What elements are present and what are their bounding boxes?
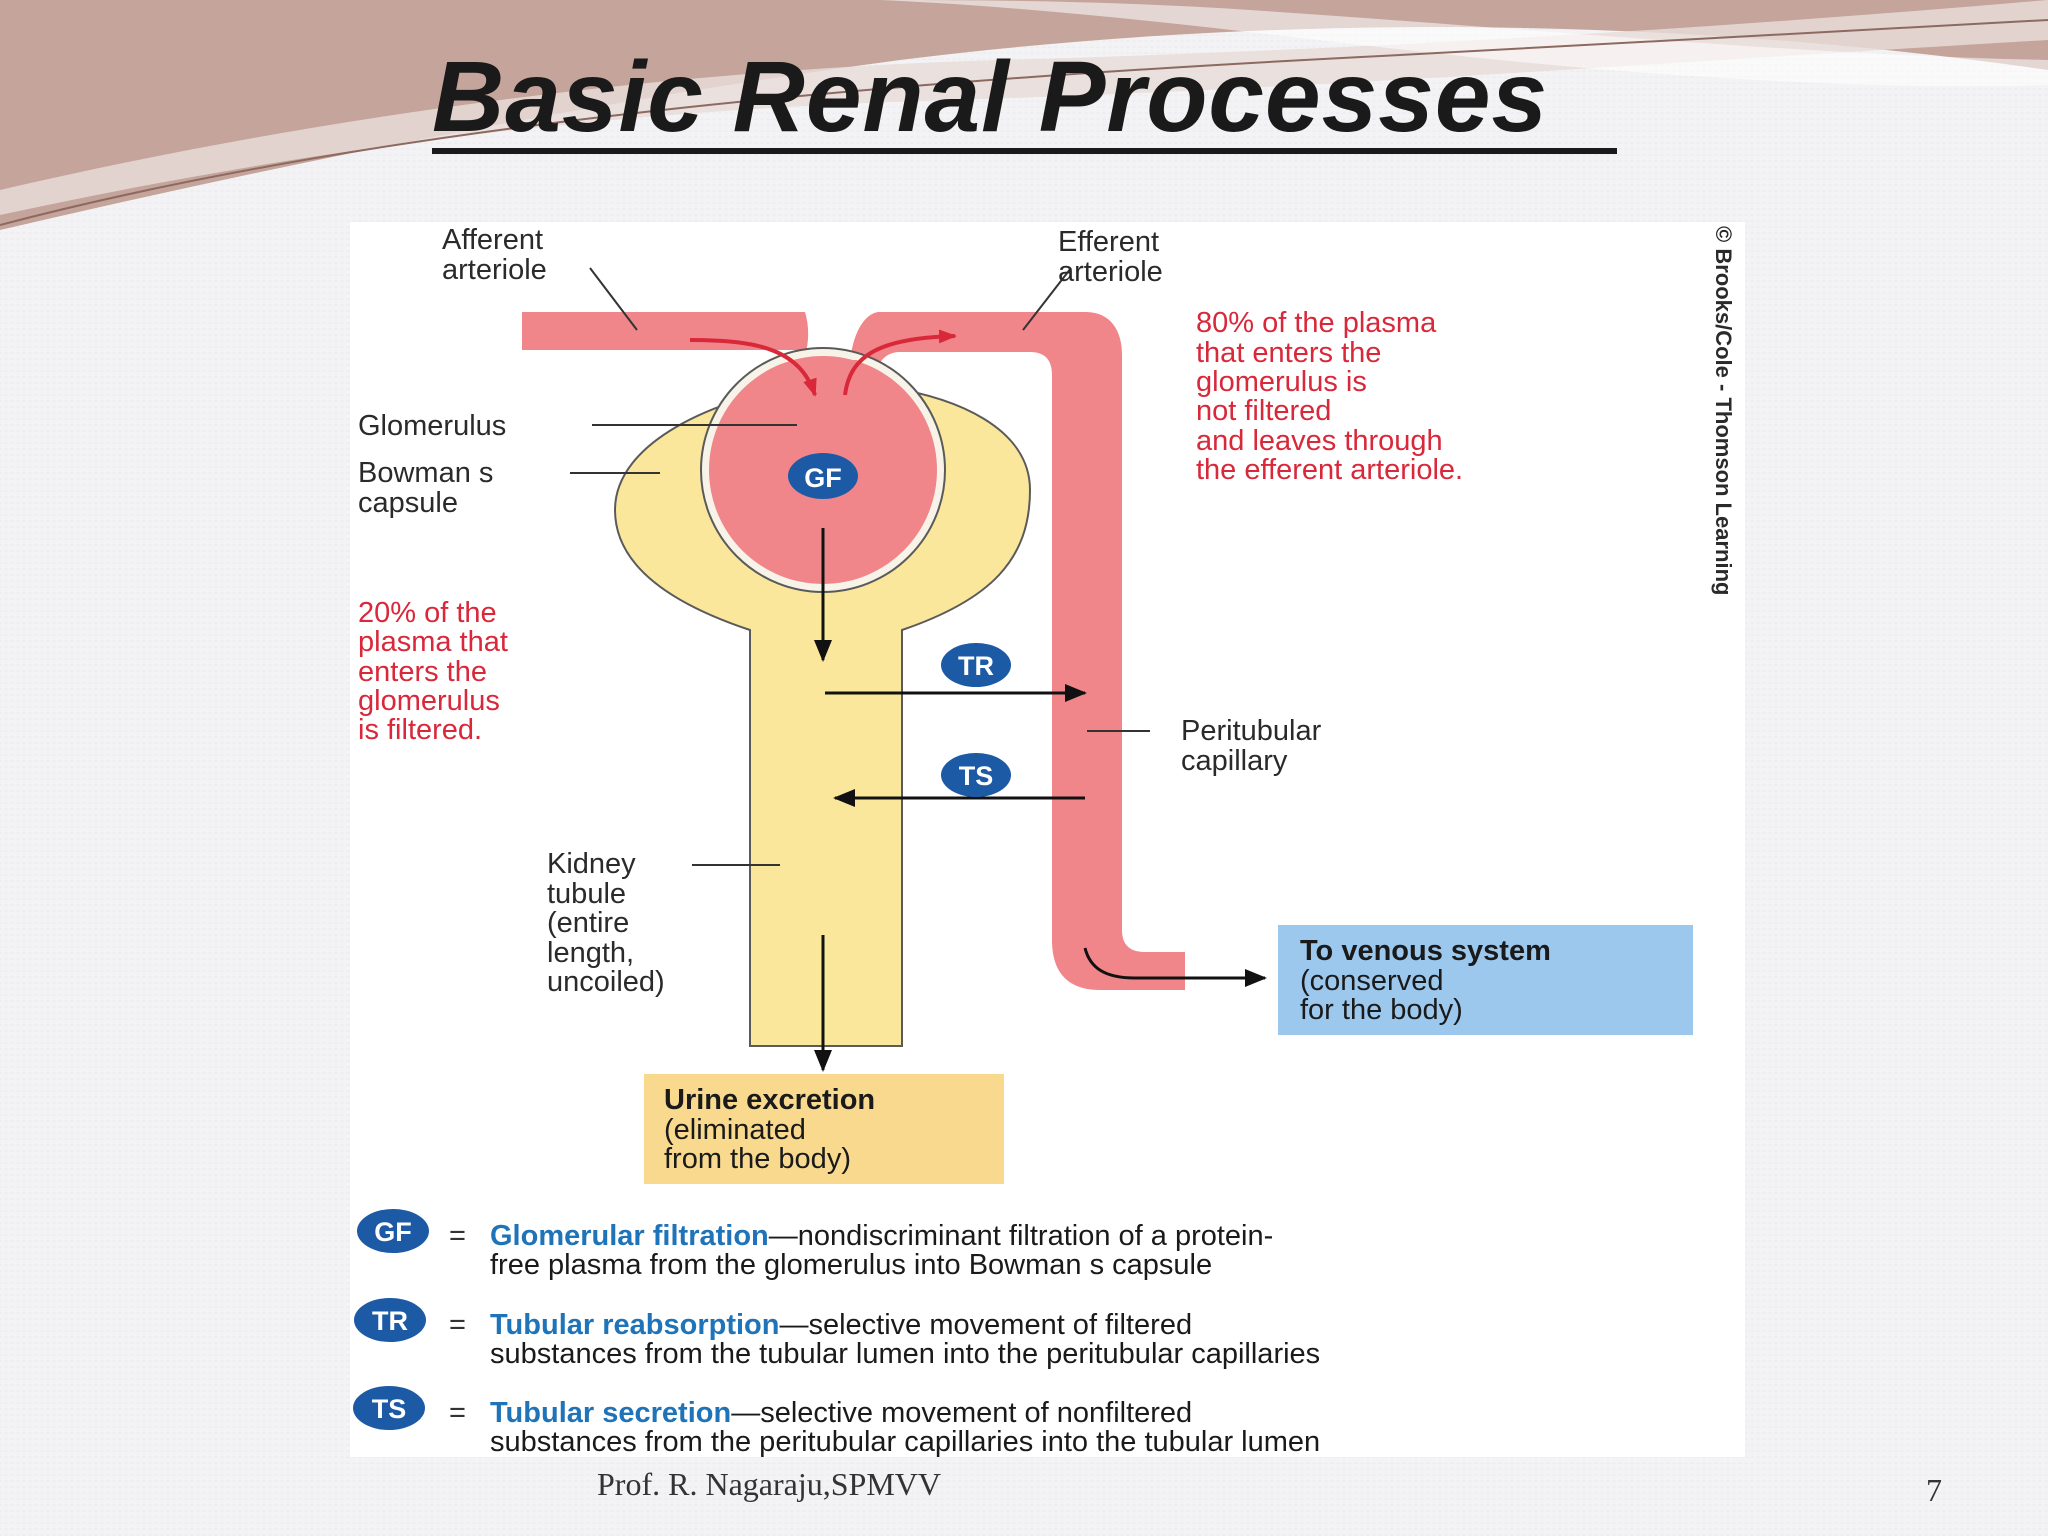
bowman-capsule-shape xyxy=(613,383,1032,1047)
bowman-label-2: capsule xyxy=(358,487,458,519)
kidney-tubule-label-5: uncoiled) xyxy=(547,966,665,998)
venous-arrow xyxy=(1083,947,1267,987)
venous-box-line-2: for the body) xyxy=(1300,994,1463,1026)
efferent-label-1: Efferent xyxy=(1058,226,1159,258)
note-20-line-3: enters the xyxy=(358,656,487,688)
title-underline xyxy=(432,148,1617,154)
afferent-label-1: Afferent xyxy=(442,224,543,256)
page-number: 7 xyxy=(1926,1472,1942,1508)
bowman-label-1: Bowman s xyxy=(358,457,493,489)
legend-desc1-gf: —nondiscriminant filtration of a protein… xyxy=(769,1220,1274,1252)
svg-text:TR: TR xyxy=(958,651,994,681)
peritubular-label-2: capillary xyxy=(1181,745,1288,777)
urine-box-title: Urine excretion xyxy=(664,1084,875,1116)
venous-box-line-1: (conserved xyxy=(1300,965,1443,997)
efferent-peritubular-shape xyxy=(840,312,1185,990)
legend-row-ts: TS = Tubular secretion—selective movemen… xyxy=(353,1386,1320,1458)
efferent-flow-arrow xyxy=(843,329,957,396)
legend-desc2-tr: substances from the tubular lumen into t… xyxy=(490,1338,1320,1370)
urine-excretion-box: Urine excretion (eliminated from the bod… xyxy=(644,1074,1004,1184)
kidney-tubule-label-2: tubule xyxy=(547,878,626,910)
urine-box-line-1: (eliminated xyxy=(664,1114,806,1146)
legend-term-tr: Tubular reabsorption xyxy=(490,1309,779,1341)
slide-title: Basic Renal Processes xyxy=(432,41,1549,153)
legend-eq-ts: = xyxy=(449,1397,466,1429)
afferent-label-2: arteriole xyxy=(442,254,547,286)
note-80-line-5: and leaves through xyxy=(1196,425,1443,457)
peritubular-label-1: Peritubular xyxy=(1181,715,1322,747)
svg-text:GF: GF xyxy=(804,463,842,493)
svg-text:Tubular reabsorption—selective: Tubular reabsorption—selective movement … xyxy=(490,1309,1192,1341)
legend-desc1-tr: —selective movement of filtered xyxy=(779,1309,1192,1341)
badge-tr: TR xyxy=(941,643,1011,687)
badge-gf: GF xyxy=(788,453,858,499)
legend-badge-ts: TS xyxy=(372,1394,407,1424)
venous-system-box: To venous system (conserved for the body… xyxy=(1278,925,1693,1035)
afferent-arteriole-shape xyxy=(522,312,820,408)
note-80-line-2: that enters the xyxy=(1196,337,1381,369)
efferent-leader xyxy=(1022,267,1072,331)
efferent-label-2: arteriole xyxy=(1058,256,1163,288)
svg-text:Glomerular filtration—nondiscr: Glomerular filtration—nondiscriminant fi… xyxy=(490,1220,1273,1252)
kidney-tubule-label-1: Kidney xyxy=(547,848,636,880)
legend-term-gf: Glomerular filtration xyxy=(490,1220,769,1252)
afferent-leader xyxy=(589,267,638,331)
note-80-line-6: the efferent arteriole. xyxy=(1196,454,1463,486)
badge-ts: TS xyxy=(941,753,1011,797)
note-80-line-4: not filtered xyxy=(1196,395,1331,427)
note-20-line-2: plasma that xyxy=(358,626,508,658)
kidney-tubule-label-4: length, xyxy=(547,937,634,969)
svg-text:TS: TS xyxy=(959,761,994,791)
legend-eq-tr: = xyxy=(449,1309,466,1341)
note-20-line-1: 20% of the xyxy=(358,597,497,629)
note-80-line-3: glomerulus is xyxy=(1196,366,1367,398)
svg-text:Tubular secretion—selective mo: Tubular secretion—selective movement of … xyxy=(490,1397,1192,1429)
glomerulus-label: Glomerulus xyxy=(358,410,506,442)
figure-panel xyxy=(350,222,1745,1457)
venous-box-title: To venous system xyxy=(1300,935,1551,967)
legend-desc2-ts: substances from the peritubular capillar… xyxy=(490,1426,1320,1458)
legend-row-gf: GF = Glomerular filtration—nondiscrimina… xyxy=(357,1209,1273,1281)
note-20-line-5: is filtered. xyxy=(358,714,482,746)
legend-desc2-gf: free plasma from the glomerulus into Bow… xyxy=(490,1249,1212,1281)
legend-term-ts: Tubular secretion xyxy=(490,1397,731,1429)
legend-badge-gf: GF xyxy=(374,1217,412,1247)
legend-badge-tr: TR xyxy=(372,1306,408,1336)
header-swoosh xyxy=(0,0,2048,230)
copyright-label: © Brooks/Cole - Thomson Learning xyxy=(1711,226,1736,595)
legend-eq-gf: = xyxy=(449,1220,466,1252)
kidney-tubule-label-3: (entire xyxy=(547,907,629,939)
note-80-line-1: 80% of the plasma xyxy=(1196,307,1437,339)
urine-box-line-2: from the body) xyxy=(664,1143,851,1175)
afferent-flow-arrow xyxy=(689,338,817,397)
legend-row-tr: TR = Tubular reabsorption—selective move… xyxy=(354,1298,1320,1370)
note-20-line-4: glomerulus xyxy=(358,685,500,717)
legend-desc1-ts: —selective movement of nonfiltered xyxy=(731,1397,1192,1429)
footer-credit: Prof. R. Nagaraju,SPMVV xyxy=(597,1466,941,1502)
legend: GF = Glomerular filtration—nondiscrimina… xyxy=(353,1209,1320,1458)
